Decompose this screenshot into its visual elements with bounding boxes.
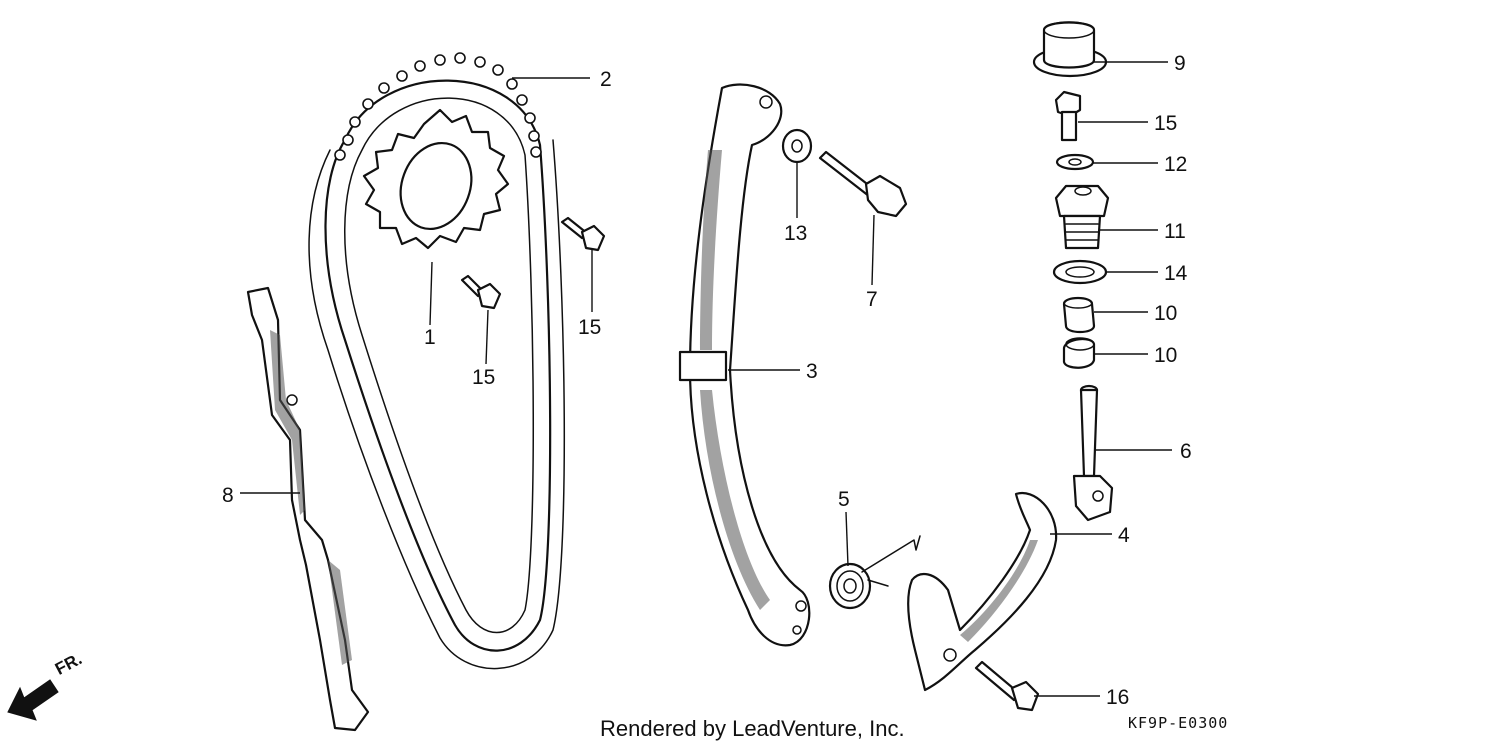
callout-15c: 15 [1154, 112, 1177, 135]
callout-3: 3 [806, 360, 818, 383]
callout-6: 6 [1180, 440, 1192, 463]
tensioner-arm[interactable] [907, 491, 1058, 692]
cam-sprocket[interactable] [362, 108, 510, 250]
tensioner-cap[interactable] [1032, 21, 1108, 78]
callout-numbers: 1 2 3 4 5 6 7 8 9 10 10 11 12 13 14 15 1… [222, 52, 1192, 709]
front-direction-arrow-icon [7, 679, 59, 721]
callout-1: 1 [424, 326, 436, 349]
arm-bolt[interactable] [974, 660, 1040, 712]
o-ring[interactable] [1052, 259, 1108, 285]
callout-11: 11 [1164, 220, 1186, 243]
tensioner-spring[interactable] [828, 535, 921, 610]
callout-5: 5 [838, 488, 850, 511]
callout-9: 9 [1174, 52, 1186, 75]
tensioner-rubber[interactable] [1062, 296, 1096, 334]
callout-16: 16 [1106, 686, 1129, 709]
tensioner-rod[interactable] [1072, 384, 1114, 522]
tensioner-rubber[interactable] [1062, 337, 1096, 369]
tensioner-body[interactable] [1054, 184, 1110, 250]
callout-13: 13 [784, 222, 807, 245]
callout-7: 7 [866, 288, 878, 311]
sprocket-bolt[interactable] [560, 216, 606, 252]
pivot-bolt[interactable] [818, 150, 908, 218]
callout-15b: 15 [472, 366, 495, 389]
callout-8: 8 [222, 484, 234, 507]
diagram-code: KF9P-E0300 [1128, 714, 1229, 732]
leader-lines [240, 61, 1172, 697]
callout-14: 14 [1164, 262, 1188, 285]
tensioner-slipper[interactable] [678, 83, 811, 647]
render-credit: Rendered by LeadVenture, Inc. [600, 716, 905, 741]
callout-4: 4 [1118, 524, 1130, 547]
callout-2: 2 [600, 68, 612, 91]
small-bolt[interactable] [1054, 90, 1082, 142]
washer[interactable] [781, 128, 813, 164]
callout-10b: 10 [1154, 344, 1177, 367]
callout-10a: 10 [1154, 302, 1177, 325]
small-washer[interactable] [1055, 153, 1095, 171]
callout-12: 12 [1164, 153, 1187, 176]
callout-15a: 15 [578, 316, 601, 339]
cam-chain-guide[interactable] [246, 286, 370, 732]
sprocket-bolt[interactable] [460, 274, 502, 310]
